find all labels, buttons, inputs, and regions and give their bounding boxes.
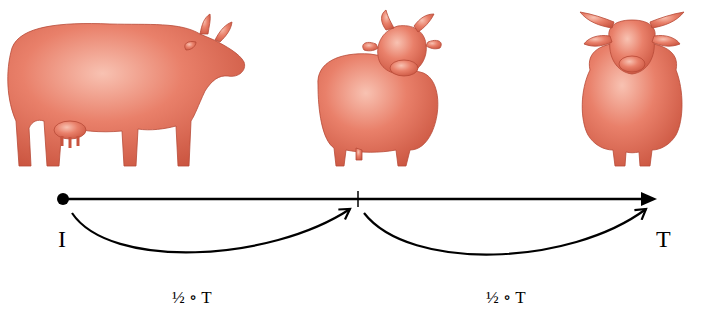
cow-side-view <box>8 14 245 166</box>
axis-arrow <box>57 191 657 207</box>
cow-three-quarter-view <box>318 10 441 166</box>
transform-label: ½ ∘ T <box>172 289 212 308</box>
start-label: I <box>58 226 66 252</box>
end-label: T <box>656 226 671 252</box>
half-step-arrow <box>72 209 350 252</box>
transform-label: ½ ∘ T <box>486 289 526 308</box>
half-step-arrow <box>364 209 646 255</box>
cow-front-view <box>580 12 684 166</box>
